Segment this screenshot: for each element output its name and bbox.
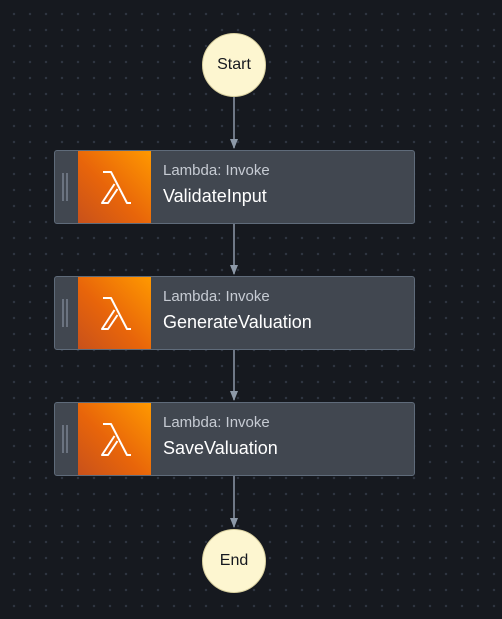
lambda-icon bbox=[78, 151, 151, 223]
lambda-icon bbox=[78, 403, 151, 475]
state-validate-input[interactable]: Lambda: Invoke ValidateInput bbox=[54, 150, 415, 224]
state-name-label: SaveValuation bbox=[163, 438, 278, 458]
state-type-label: Lambda: Invoke bbox=[163, 414, 270, 431]
drag-handle-icon[interactable] bbox=[62, 425, 68, 453]
end-label: End bbox=[219, 552, 249, 569]
state-type-label: Lambda: Invoke bbox=[163, 288, 270, 305]
start-label: Start bbox=[217, 56, 251, 73]
end-node[interactable]: End bbox=[202, 529, 266, 593]
state-name-label: ValidateInput bbox=[163, 186, 267, 206]
state-save-valuation[interactable]: Lambda: Invoke SaveValuation bbox=[54, 402, 415, 476]
state-name-label: GenerateValuation bbox=[163, 312, 312, 332]
state-type-label: Lambda: Invoke bbox=[163, 162, 270, 179]
start-node[interactable]: Start bbox=[202, 33, 266, 97]
lambda-icon bbox=[78, 277, 151, 349]
drag-handle-icon[interactable] bbox=[62, 173, 68, 201]
drag-handle-icon[interactable] bbox=[62, 299, 68, 327]
state-generate-valuation[interactable]: Lambda: Invoke GenerateValuation bbox=[54, 276, 415, 350]
